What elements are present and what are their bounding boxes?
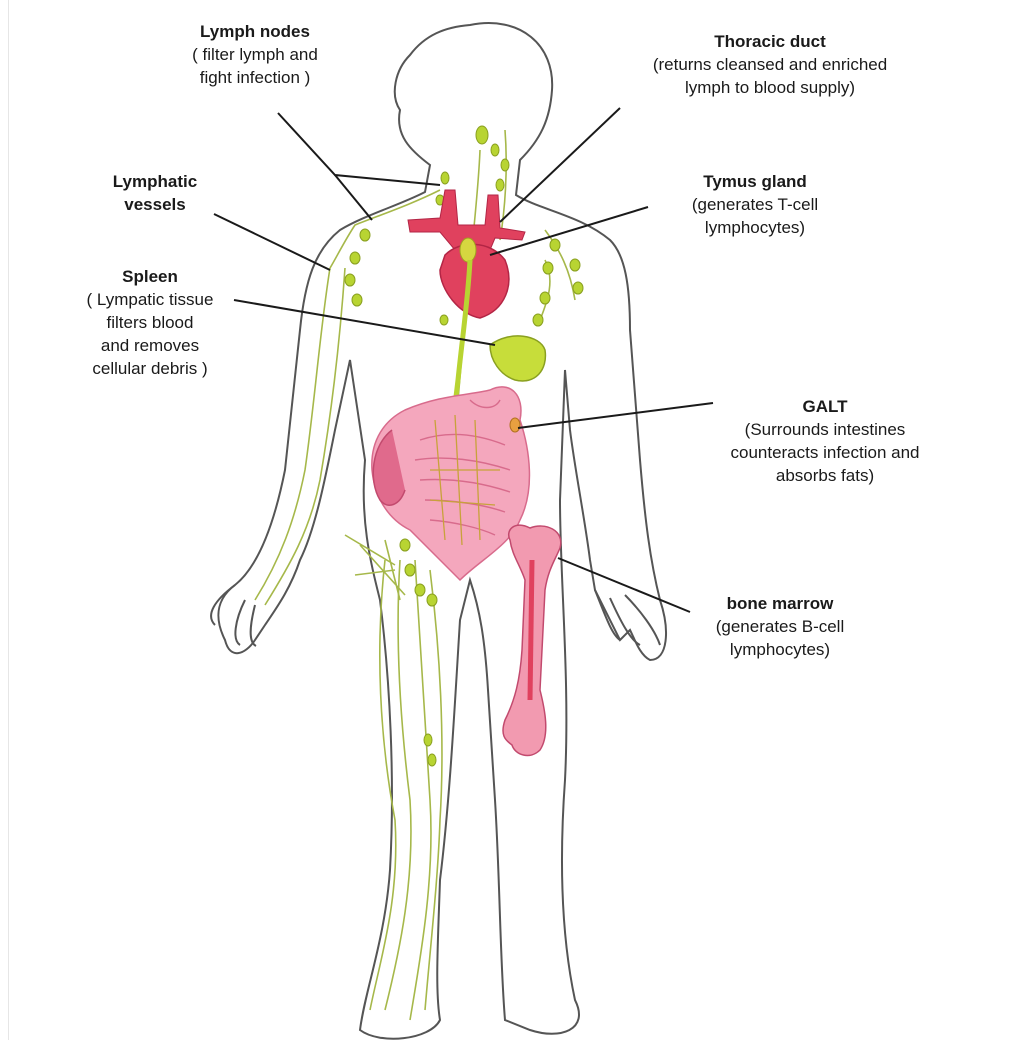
label-thymus-gland: Tymus gland (generates T-cell lymphocyte… (640, 170, 870, 239)
label-thoracic-duct: Thoracic duct (returns cleansed and enri… (600, 30, 940, 99)
lymph-nodes-desc: ( filter lymph and fight infection ) (140, 43, 370, 89)
bone-marrow-title: bone marrow (680, 592, 880, 615)
thoracic-duct-desc: (returns cleansed and enriched lymph to … (600, 53, 940, 99)
spleen-desc: ( Lympatic tissue filters blood and remo… (55, 288, 245, 380)
spleen (490, 336, 545, 381)
galt-desc: (Surrounds intestines counteracts infect… (690, 418, 960, 487)
leader-thoracic-duct (500, 108, 620, 222)
spleen-title: Spleen (55, 265, 245, 288)
thoracic-duct-title: Thoracic duct (600, 30, 940, 53)
thymus-gland-title: Tymus gland (640, 170, 870, 193)
label-spleen: Spleen ( Lympatic tissue filters blood a… (55, 265, 245, 380)
lymphatic-vessels-title: Lymphatic vessels (65, 170, 245, 216)
label-lymphatic-vessels: Lymphatic vessels (65, 170, 245, 216)
leader-lymphatic-vessels (214, 214, 330, 270)
lymph-nodes-title: Lymph nodes (140, 20, 370, 43)
label-galt: GALT (Surrounds intestines counteracts i… (690, 395, 960, 487)
leader-bone-marrow (558, 558, 690, 612)
label-lymph-nodes: Lymph nodes ( filter lymph and fight inf… (140, 20, 370, 89)
thymus-gland-desc: (generates T-cell lymphocytes) (640, 193, 870, 239)
galt-title: GALT (690, 395, 960, 418)
label-bone-marrow: bone marrow (generates B-cell lymphocyte… (680, 592, 880, 661)
bone-marrow-cavity (530, 560, 532, 700)
leader-spleen (234, 300, 495, 345)
leader-galt (518, 403, 713, 428)
leader-lymph-nodes-2 (335, 175, 372, 220)
intestines (372, 387, 530, 580)
bone-marrow-desc: (generates B-cell lymphocytes) (680, 615, 880, 661)
leader-lymph-nodes (278, 113, 440, 185)
